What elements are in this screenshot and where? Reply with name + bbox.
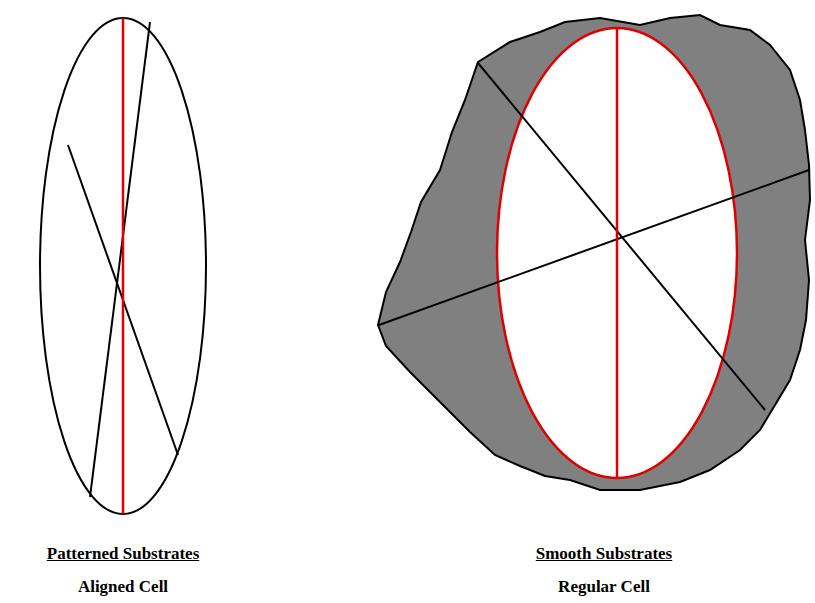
regular-cell <box>378 15 810 490</box>
long-axis <box>616 28 619 478</box>
aligned-cell <box>40 18 206 514</box>
cell-outline <box>378 15 810 490</box>
long-axis <box>122 18 125 514</box>
nucleus-ellipse <box>497 28 737 478</box>
cell-outline <box>40 18 206 514</box>
cell-caption: Aligned Cell <box>78 577 168 597</box>
substrate-heading: Smooth Substrates <box>536 544 673 564</box>
axis-line <box>478 63 765 410</box>
substrate-heading: Patterned Substrates <box>47 544 200 564</box>
axis-line <box>379 170 809 325</box>
axis-line <box>90 22 150 497</box>
cell-caption: Regular Cell <box>558 577 650 597</box>
